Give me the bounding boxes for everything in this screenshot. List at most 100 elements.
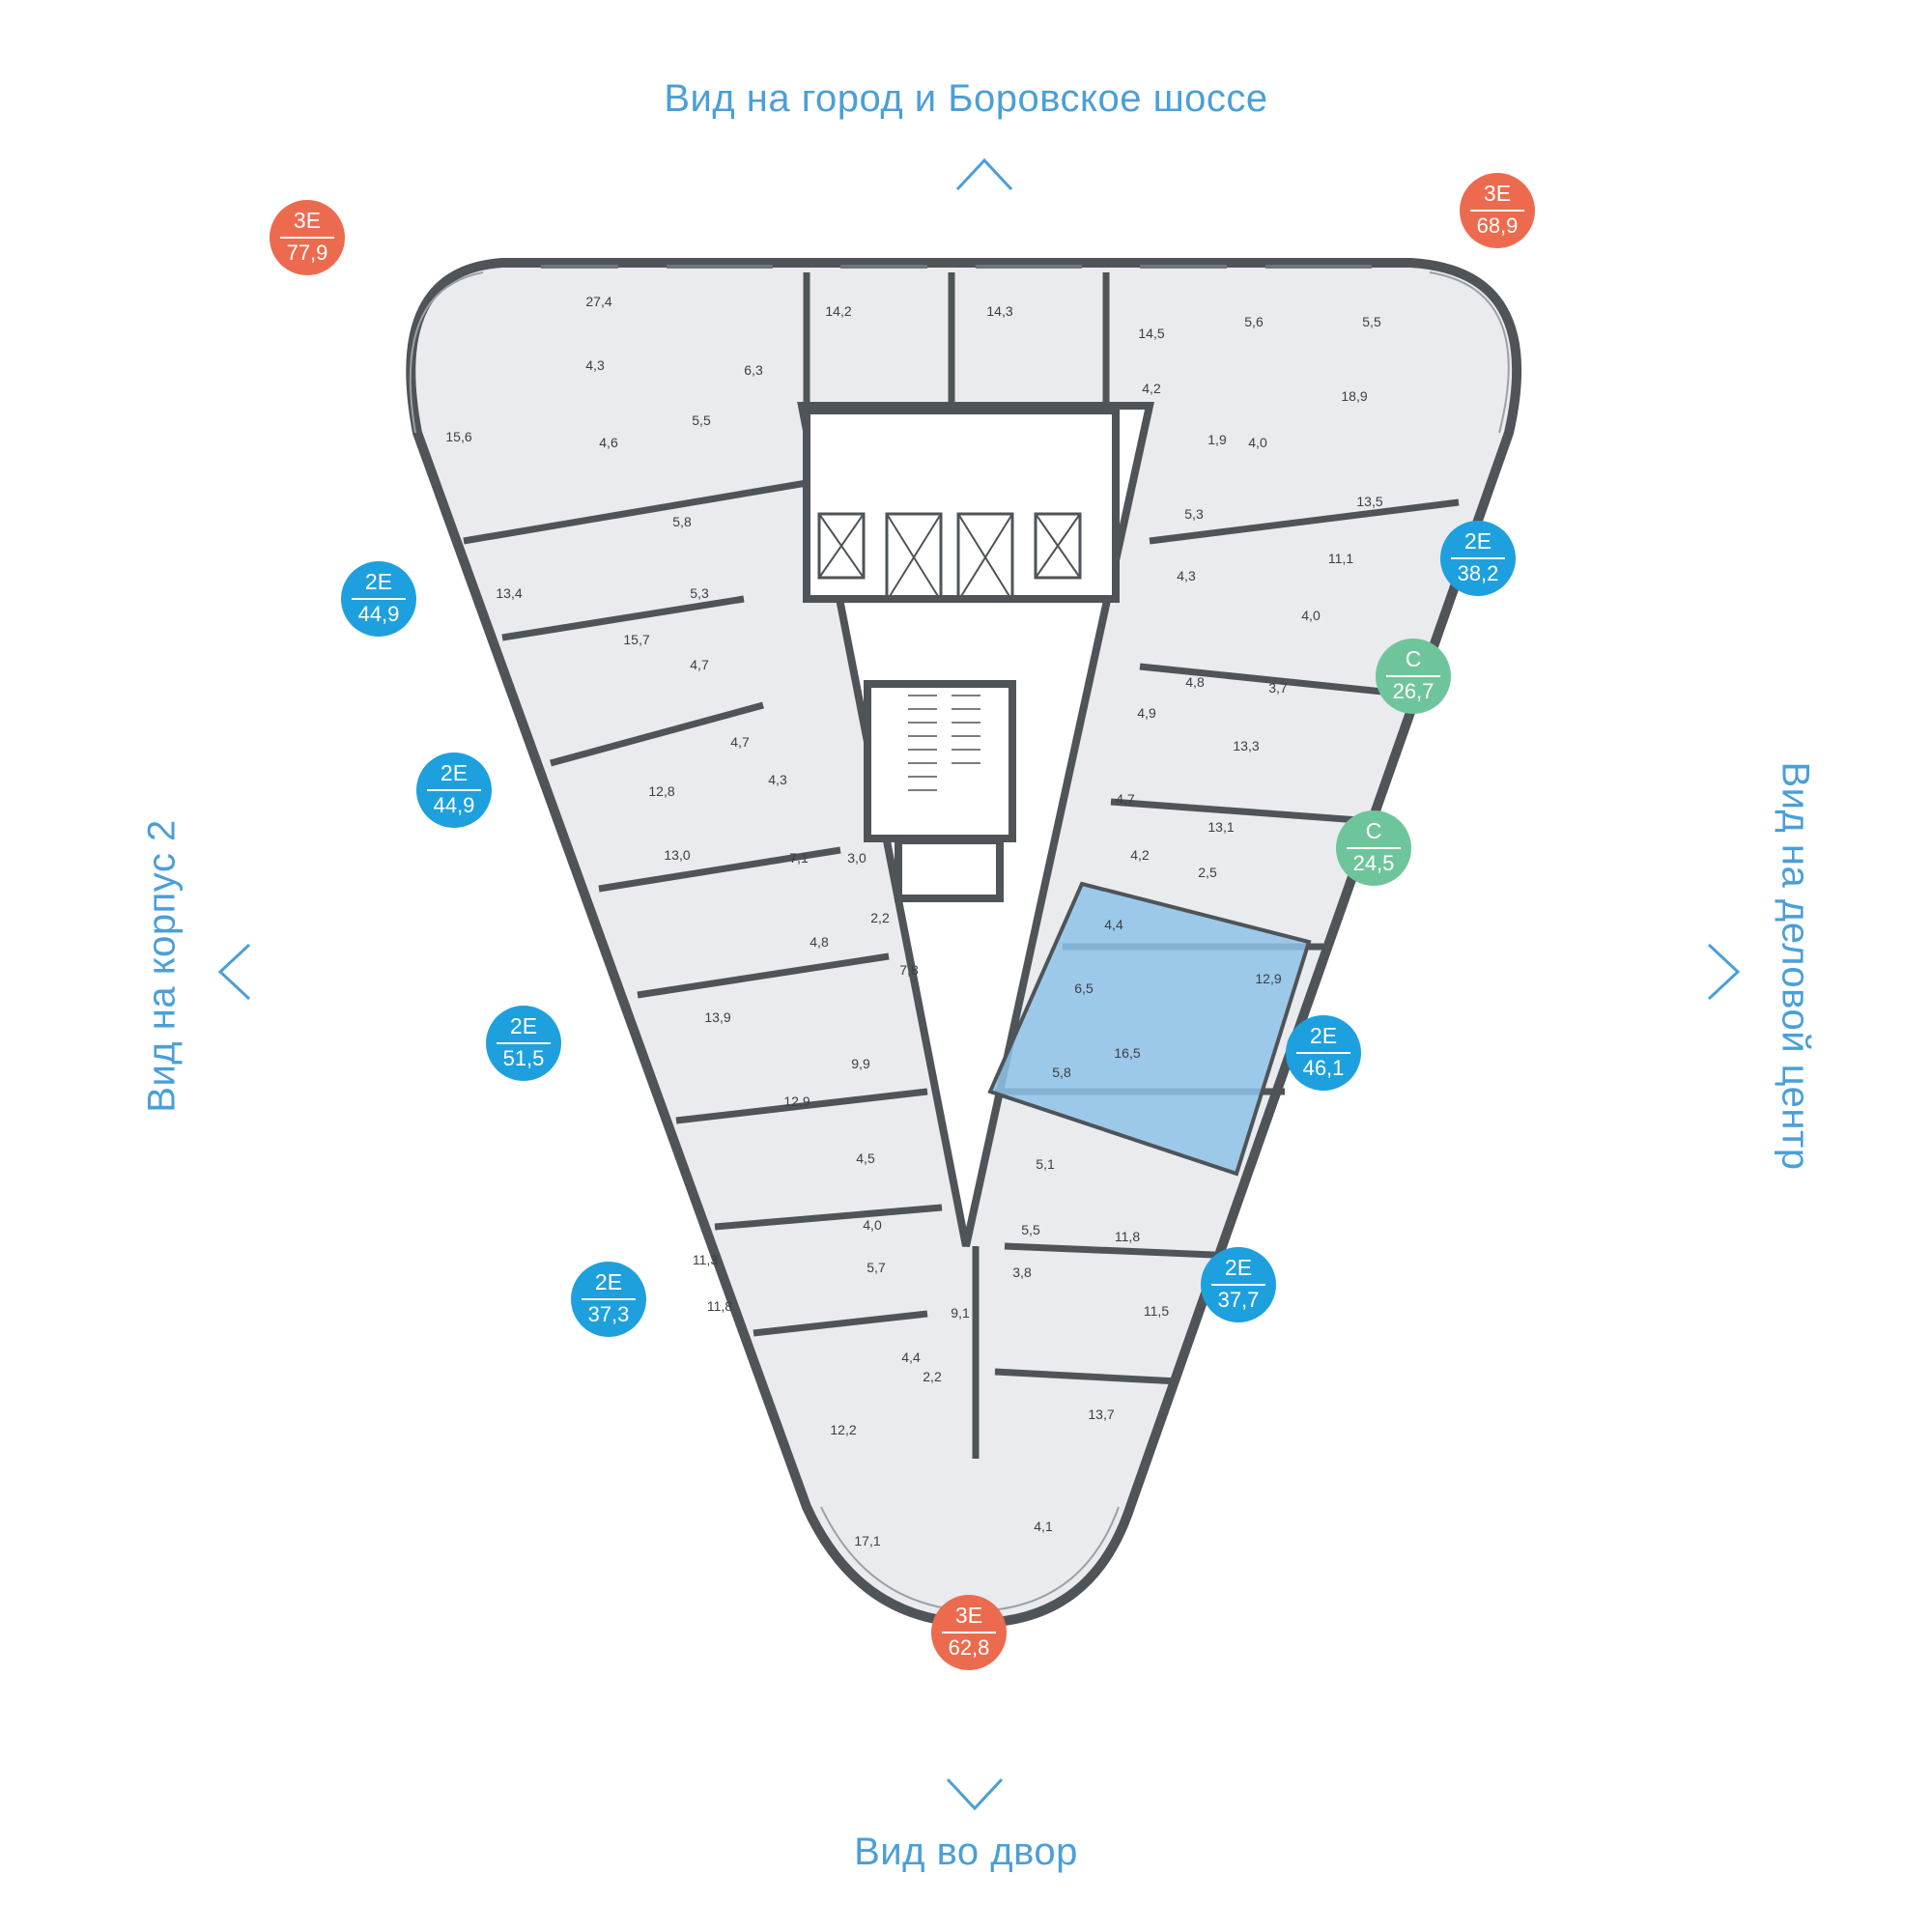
badge-divider xyxy=(1347,847,1401,849)
room-area-label: 11,8 xyxy=(1114,1229,1141,1244)
apartment-area: 37,7 xyxy=(1217,1288,1260,1312)
elevator-lobby xyxy=(803,407,1120,603)
elevator-shaft xyxy=(885,512,943,603)
room-area-label: 9,9 xyxy=(851,1056,870,1071)
room-area-label: 4,8 xyxy=(1185,674,1205,690)
room-area-label: 11,5 xyxy=(1143,1303,1170,1319)
stairwell xyxy=(864,680,1016,842)
apartment-badge[interactable]: 2Е 46,1 xyxy=(1286,1015,1361,1091)
room-area-label: 14,2 xyxy=(825,303,852,319)
room-area-label: 13,9 xyxy=(704,1009,731,1025)
apartment-type: 2Е xyxy=(1309,1023,1338,1048)
apartment-area: 46,1 xyxy=(1302,1056,1345,1080)
badge-divider xyxy=(1451,557,1505,559)
room-area-label: 9,1 xyxy=(951,1305,970,1321)
room-area-label: 5,1 xyxy=(1036,1156,1055,1172)
room-area-label: 12,2 xyxy=(830,1422,857,1437)
room-area-label: 5,5 xyxy=(1021,1222,1040,1237)
room-area-label: 5,7 xyxy=(867,1260,886,1275)
apartment-type: 2Е xyxy=(1463,528,1492,554)
room-area-label: 5,6 xyxy=(1244,314,1264,329)
elevator-shaft xyxy=(817,512,866,580)
badge-divider xyxy=(1211,1284,1265,1286)
apartment-type: С xyxy=(1365,818,1382,843)
room-area-label: 2,2 xyxy=(923,1369,942,1384)
apartment-area: 44,9 xyxy=(357,602,400,626)
apartment-type: 2Е xyxy=(364,569,393,594)
badge-divider xyxy=(497,1042,551,1044)
room-area-label: 4,3 xyxy=(1177,568,1196,583)
room-area-label: 4,0 xyxy=(1301,608,1321,623)
view-label-bottom: Вид во двор xyxy=(854,1831,1078,1873)
apartment-badge[interactable]: 2Е 44,9 xyxy=(341,561,416,637)
view-label-top: Вид на город и Боровское шоссе xyxy=(664,77,1268,120)
apartment-badge[interactable]: 2Е 38,2 xyxy=(1440,521,1516,596)
room-area-label: 18,9 xyxy=(1341,388,1368,404)
room-area-label: 7,1 xyxy=(789,850,809,866)
room-area-label: 3,8 xyxy=(1012,1264,1032,1280)
apartment-type: 3Е xyxy=(293,208,322,233)
room-area-label: 4,2 xyxy=(1130,847,1150,863)
badge-divider xyxy=(1386,675,1440,677)
chevron-down-icon[interactable] xyxy=(945,1776,1005,1814)
apartment-badge[interactable]: 2Е 51,5 xyxy=(486,1006,561,1081)
room-area-label: 4,7 xyxy=(690,657,709,672)
apartment-type: С xyxy=(1405,646,1422,671)
room-area-label: 4,3 xyxy=(585,357,605,373)
apartment-badge[interactable]: С 26,7 xyxy=(1376,639,1451,714)
room-area-label: 4,9 xyxy=(1137,705,1156,721)
apartment-area: 24,5 xyxy=(1352,851,1395,875)
room-area-label: 13,1 xyxy=(1208,819,1235,835)
chevron-left-icon[interactable] xyxy=(214,942,253,1002)
apartment-badge[interactable]: 3Е 77,9 xyxy=(270,200,345,275)
room-area-label: 16,5 xyxy=(1114,1045,1141,1061)
apartment-type: 2Е xyxy=(594,1269,623,1294)
badge-divider xyxy=(427,789,481,791)
room-area-label: 15,6 xyxy=(445,429,472,444)
room-area-label: 4,0 xyxy=(1248,435,1267,450)
room-area-label: 4,4 xyxy=(901,1350,921,1365)
room-area-label: 17,1 xyxy=(854,1533,881,1548)
room-area-label: 3,0 xyxy=(847,850,867,866)
apartment-type: 2Е xyxy=(509,1013,538,1038)
room-area-label: 11,8 xyxy=(706,1298,733,1314)
apartment-area: 44,9 xyxy=(433,793,475,817)
chevron-up-icon[interactable] xyxy=(954,155,1014,193)
room-area-label: 4,6 xyxy=(599,435,618,450)
room-area-label: 12,9 xyxy=(783,1094,810,1109)
apartment-area: 62,8 xyxy=(948,1635,990,1660)
room-area-label: 2,5 xyxy=(1198,865,1217,880)
room-area-label: 13,7 xyxy=(1088,1406,1115,1422)
badge-divider xyxy=(942,1632,996,1634)
apartment-type: 2Е xyxy=(1224,1255,1253,1280)
room-area-label: 6,5 xyxy=(1074,980,1094,996)
room-area-label: 3,7 xyxy=(1268,680,1288,696)
apartment-area: 38,2 xyxy=(1457,561,1499,585)
apartment-badge[interactable]: 2Е 37,7 xyxy=(1201,1247,1276,1322)
room-area-label: 12,8 xyxy=(648,783,675,799)
room-area-label: 7,8 xyxy=(899,962,919,978)
apartment-area: 51,5 xyxy=(502,1046,545,1070)
room-area-label: 27,4 xyxy=(585,294,612,309)
room-area-label: 4,2 xyxy=(1142,381,1161,396)
room-area-label: 4,7 xyxy=(1116,791,1135,807)
room-area-label: 11,3 xyxy=(692,1252,719,1267)
room-area-label: 4,1 xyxy=(1034,1519,1053,1534)
room-area-label: 4,8 xyxy=(810,934,829,950)
selected-apartment[interactable] xyxy=(987,881,1312,1177)
room-area-label: 13,4 xyxy=(496,585,523,601)
apartment-area: 26,7 xyxy=(1392,679,1435,703)
room-area-label: 5,8 xyxy=(1052,1065,1071,1080)
apartment-area: 77,9 xyxy=(286,241,328,265)
badge-divider xyxy=(352,598,406,600)
room-area-label: 4,4 xyxy=(1104,917,1123,932)
apartment-badge[interactable]: С 24,5 xyxy=(1336,810,1411,886)
chevron-right-icon[interactable] xyxy=(1705,942,1744,1002)
room-area-label: 5,5 xyxy=(692,412,711,428)
elevator-shaft xyxy=(956,512,1014,603)
